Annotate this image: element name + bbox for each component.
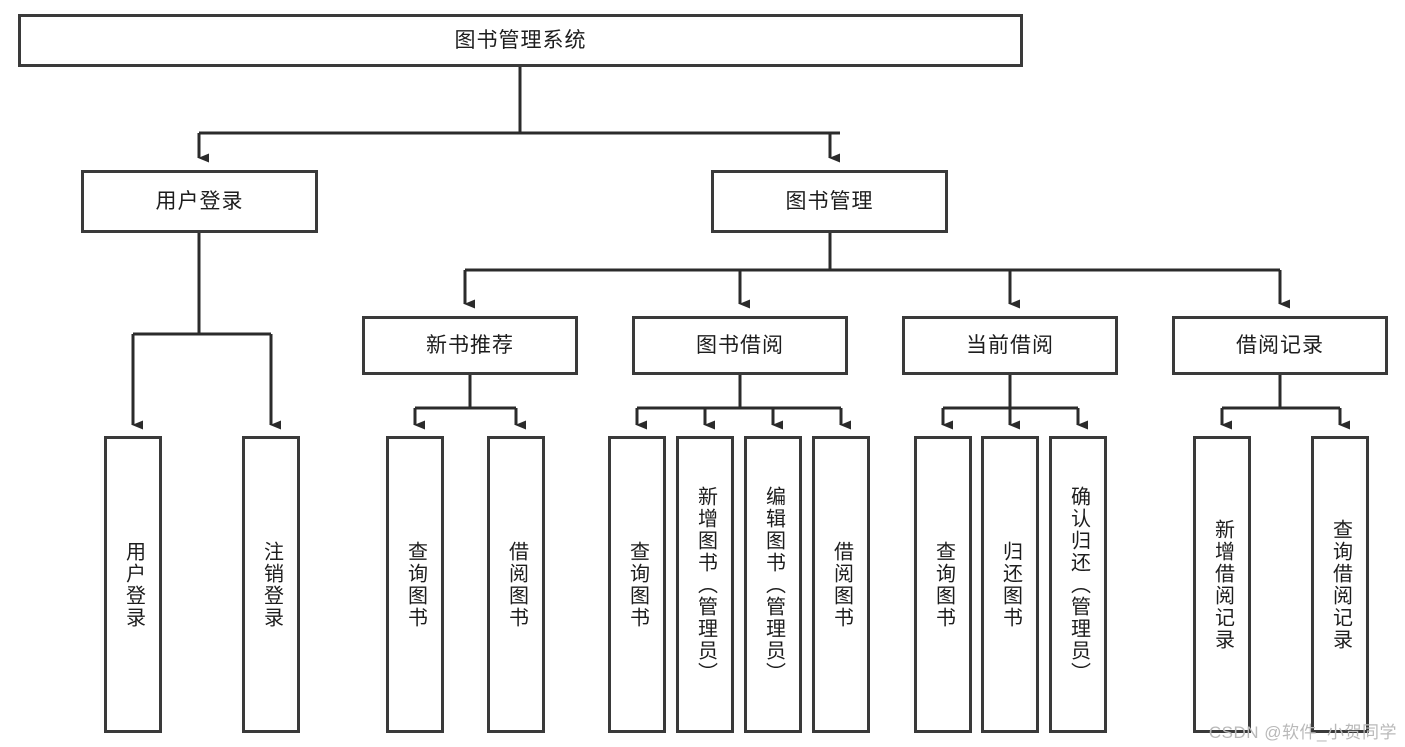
- leaf-label: 查询图书: [404, 540, 427, 629]
- leaf-record-query[interactable]: 查询借阅记录: [1311, 436, 1369, 733]
- node-book-borrow-label: 图书借阅: [696, 333, 784, 357]
- node-new-book-recommend-label: 新书推荐: [426, 333, 514, 357]
- node-new-book-recommend[interactable]: 新书推荐: [362, 316, 578, 375]
- leaf-user-login-login[interactable]: 用户登录: [104, 436, 162, 733]
- node-root[interactable]: 图书管理系统: [18, 14, 1023, 67]
- leaf-label: 查询图书: [626, 540, 649, 629]
- node-current-borrow[interactable]: 当前借阅: [902, 316, 1118, 375]
- leaf-current-return-book[interactable]: 归还图书: [981, 436, 1039, 733]
- node-borrow-record-label: 借阅记录: [1236, 333, 1324, 357]
- node-book-management-label: 图书管理: [785, 189, 874, 213]
- leaf-user-login-logout[interactable]: 注销登录: [242, 436, 300, 733]
- node-book-borrow[interactable]: 图书借阅: [632, 316, 848, 375]
- leaf-borrow-borrow-book[interactable]: 借阅图书: [812, 436, 870, 733]
- leaf-label: 借阅图书: [830, 540, 853, 629]
- leaf-record-add[interactable]: 新增借阅记录: [1193, 436, 1251, 733]
- leaf-current-confirm-return[interactable]: 确认归还（管理员）: [1049, 436, 1107, 733]
- leaf-label: 归还图书: [999, 540, 1022, 629]
- leaf-new-book-query[interactable]: 查询图书: [386, 436, 444, 733]
- node-user-login-label: 用户登录: [155, 189, 244, 213]
- leaf-label: 注销登录: [260, 540, 283, 629]
- leaf-borrow-query-book[interactable]: 查询图书: [608, 436, 666, 733]
- leaf-borrow-add-book[interactable]: 新增图书（管理员）: [676, 436, 734, 733]
- leaf-current-query-book[interactable]: 查询图书: [914, 436, 972, 733]
- leaf-label: 用户登录: [122, 540, 145, 629]
- leaf-label: 确认归还（管理员）: [1067, 485, 1090, 684]
- leaf-label: 查询图书: [932, 540, 955, 629]
- leaf-label: 新增借阅记录: [1211, 518, 1234, 651]
- node-current-borrow-label: 当前借阅: [966, 333, 1054, 357]
- leaf-label: 查询借阅记录: [1329, 518, 1352, 651]
- node-user-login[interactable]: 用户登录: [81, 170, 318, 233]
- node-borrow-record[interactable]: 借阅记录: [1172, 316, 1388, 375]
- watermark: CSDN @软件_小贺同学: [1208, 723, 1397, 742]
- leaf-borrow-edit-book[interactable]: 编辑图书（管理员）: [744, 436, 802, 733]
- leaf-label: 借阅图书: [505, 540, 528, 629]
- node-book-management[interactable]: 图书管理: [711, 170, 948, 233]
- leaf-label: 新增图书（管理员）: [694, 485, 717, 684]
- leaf-new-book-borrow[interactable]: 借阅图书: [487, 436, 545, 733]
- leaf-label: 编辑图书（管理员）: [762, 485, 785, 684]
- node-root-label: 图书管理系统: [454, 28, 587, 52]
